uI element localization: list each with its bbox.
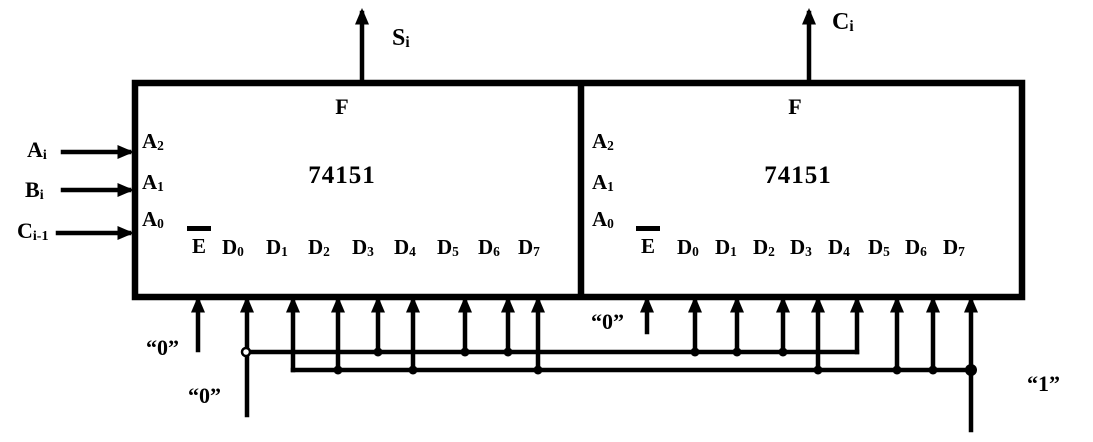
input-cin-label: Ci-1: [17, 218, 49, 244]
left-a2-label: A2: [142, 129, 164, 153]
junction-dot: [533, 365, 543, 375]
junction-dot: [408, 365, 418, 375]
sum-output-label: Si: [392, 25, 410, 52]
left-a0-label: A0: [142, 207, 164, 231]
left-d0-label: D0: [222, 235, 244, 259]
right-chip-part-number: 74151: [764, 162, 832, 189]
right-d2-label: D2: [753, 235, 775, 259]
junction-dot: [373, 347, 383, 357]
right-d1-label: D1: [715, 235, 737, 259]
junction-dot: [778, 347, 788, 357]
enable-overline: [636, 226, 660, 231]
right-a1-label: A1: [592, 170, 614, 194]
left-d1-label: D1: [266, 235, 288, 259]
junction-dot: [690, 347, 700, 357]
junction-dot: [460, 347, 470, 357]
left-enable-constant: “0”: [146, 335, 179, 360]
input-b-label: Bi: [25, 177, 44, 203]
left-d5-label: D5: [437, 235, 459, 259]
junction-node: [240, 346, 252, 358]
junction-dot: [813, 365, 823, 375]
left-d6-label: D6: [478, 235, 500, 259]
left-d7-label: D7: [518, 235, 540, 259]
right-enable-constant: “0”: [591, 309, 624, 334]
right-d4-label: D4: [828, 235, 850, 259]
left-data-low-constant: “0”: [188, 383, 221, 408]
data-high-constant: “1”: [1027, 371, 1060, 396]
left-a1-label: A1: [142, 170, 164, 194]
right-chip-function-label: F: [788, 94, 802, 119]
left-d4-label: D4: [394, 235, 416, 259]
junction-dot: [503, 347, 513, 357]
junction-dot: [965, 364, 977, 376]
left-d2-label: D2: [308, 235, 330, 259]
right-d6-label: D6: [905, 235, 927, 259]
junction-dot: [928, 365, 938, 375]
right-d7-label: D7: [943, 235, 965, 259]
junction-dot: [732, 347, 742, 357]
enable-overline: [187, 226, 211, 231]
junction-dot: [333, 365, 343, 375]
left-d3-label: D3: [352, 235, 374, 259]
right-a0-label: A0: [592, 207, 614, 231]
right-a2-label: A2: [592, 129, 614, 153]
input-a-label: Ai: [27, 137, 47, 163]
left-chip-part-number: 74151: [308, 162, 376, 189]
junction-dot: [892, 365, 902, 375]
left-enable-label: E: [187, 226, 211, 257]
right-d0-label: D0: [677, 235, 699, 259]
right-enable-label: E: [636, 226, 660, 257]
right-d3-label: D3: [790, 235, 812, 259]
carry-output-label: Ci: [832, 9, 854, 36]
right-d5-label: D5: [868, 235, 890, 259]
left-chip-function-label: F: [335, 94, 349, 119]
